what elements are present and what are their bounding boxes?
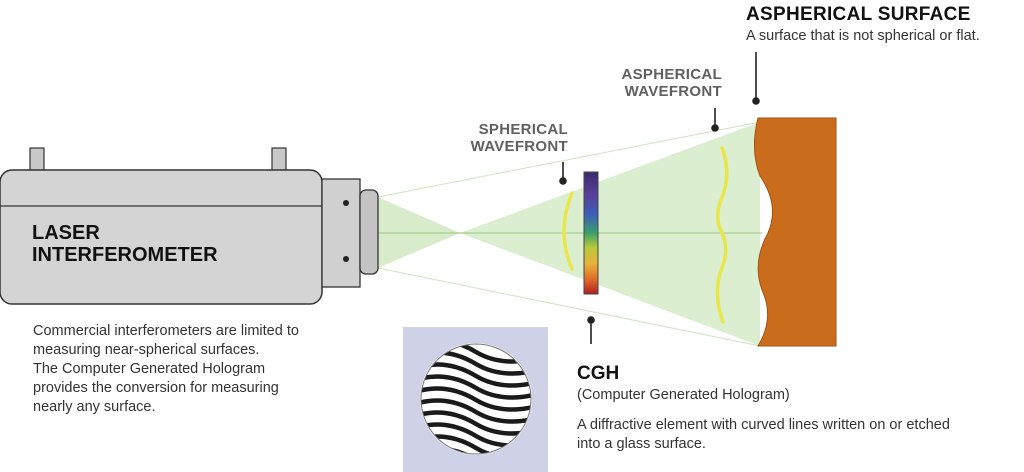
intro-line: The Computer Generated Hologram [33,361,266,377]
cgh-plate [583,171,599,295]
cgh-title: CGH [577,363,620,384]
aspherical-wavefront [715,146,729,324]
output-beam [460,122,760,346]
intro-line: provides the conversion for measuring [33,380,279,396]
beam-edge-top [377,121,761,198]
aspherical-surface-description: A surface that is not spherical or flat. [746,28,980,44]
intro-paragraph: Commercial interferometers are limited t… [33,322,373,417]
spherical-label-line2: WAVEFRONT [470,138,568,155]
laser-label-line1: LASER [32,222,100,244]
spherical-wavefront [562,191,574,271]
laser-label-line2: INTERFEROMETER [32,244,218,266]
screw-bottom [343,256,349,262]
intro-line: Commercial interferometers are limited t… [33,323,299,339]
aspherical-surface [754,117,837,347]
hologram-fringe-inset [403,327,548,472]
intro-line: nearly any surface. [33,399,156,415]
aspherical-wf-label-line2: WAVEFRONT [624,83,722,100]
aspherical-wf-label-line1: ASPHERICAL [621,66,722,83]
screw-top [343,200,349,206]
spherical-label-line1: SPHERICAL [478,121,568,138]
laser-interferometer-label: LASER INTERFEROMETER [32,222,218,266]
aspherical-surface-title: ASPHERICAL SURFACE [746,4,971,25]
aspherical-wavefront-label: ASPHERICAL WAVEFRONT [604,66,722,100]
intro-line: measuring near-spherical surfaces. [33,342,260,358]
cgh-description: A diffractive element with curved lines … [577,417,950,452]
beam-edge-bottom [377,267,761,347]
leader-lines [559,52,760,344]
cgh-full-name: (Computer Generated Hologram) [577,387,790,403]
spherical-wavefront-label: SPHERICAL WAVEFRONT [462,121,568,155]
laser-interferometer [0,147,379,305]
